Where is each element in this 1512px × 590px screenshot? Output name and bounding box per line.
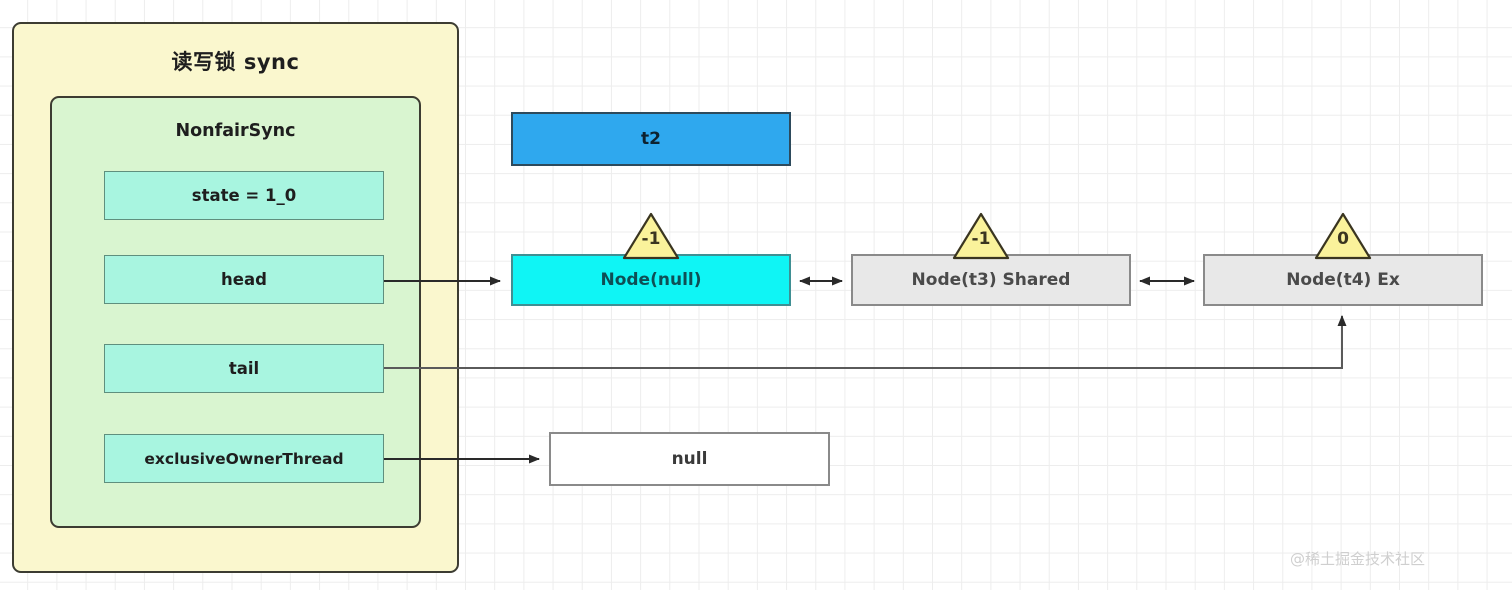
wait-status-value: -1	[971, 229, 991, 249]
nonfairsync-panel-title: NonfairSync	[175, 121, 296, 141]
field-state: state = 1_0	[104, 171, 384, 220]
wait-status-badge-t4: 0	[1314, 212, 1372, 260]
owner-value-box: null	[549, 432, 830, 486]
field-tail: tail	[104, 344, 384, 393]
sync-panel-title: 读写锁 sync	[171, 50, 300, 74]
wait-status-badge-t3: -1	[952, 212, 1010, 260]
wait-status-value: -1	[641, 229, 661, 249]
watermark: @稀土掘金技术社区	[1290, 549, 1426, 568]
node-box-t3-shared: Node(t3) Shared	[851, 254, 1131, 306]
node-box-t4-exclusive: Node(t4) Ex	[1203, 254, 1483, 306]
triangle-icon	[1314, 212, 1372, 260]
thread-box-t2: t2	[511, 112, 791, 166]
triangle-icon	[952, 212, 1010, 260]
wait-status-value: 0	[1337, 229, 1349, 249]
field-head: head	[104, 255, 384, 304]
field-exclusive-owner-thread: exclusiveOwnerThread	[104, 434, 384, 483]
node-box-head: Node(null)	[511, 254, 791, 306]
triangle-icon	[622, 212, 680, 260]
wait-status-badge-head: -1	[622, 212, 680, 260]
